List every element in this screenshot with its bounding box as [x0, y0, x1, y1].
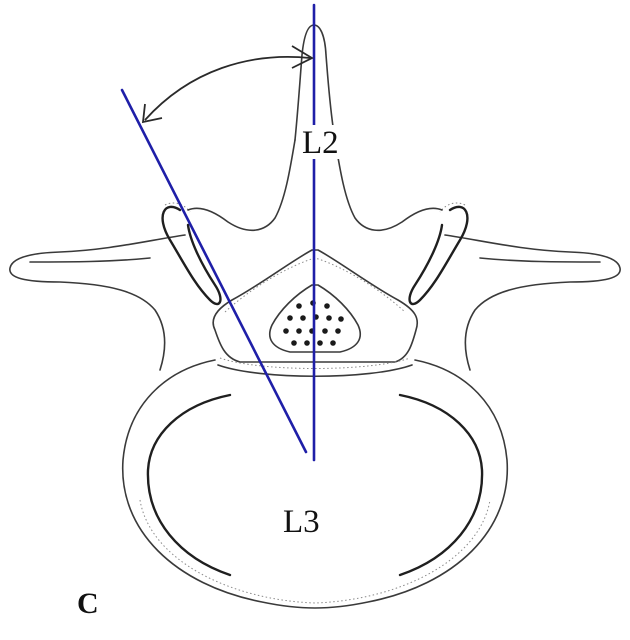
angle-arc: [145, 57, 310, 120]
right-articular-process: [410, 207, 468, 304]
vertebral-body-rim-right: [400, 395, 482, 575]
left-transverse-outline: [10, 235, 185, 370]
right-transverse-outline: [445, 235, 620, 370]
right-transverse-inner: [480, 258, 600, 262]
left-transverse-inner: [30, 258, 150, 262]
angle-measurement: [122, 5, 314, 460]
left-lamina: [188, 140, 295, 230]
lower-vertebra-label: L3: [283, 504, 320, 540]
vertebral-body-rim-left: [148, 395, 230, 575]
left-transverse-process: [10, 235, 185, 370]
right-transverse-process: [445, 235, 620, 370]
right-lamina: [335, 140, 442, 230]
left-articular-process: [163, 207, 221, 304]
upper-vertebra-label: L2: [302, 125, 339, 161]
panel-label: C: [77, 587, 99, 620]
